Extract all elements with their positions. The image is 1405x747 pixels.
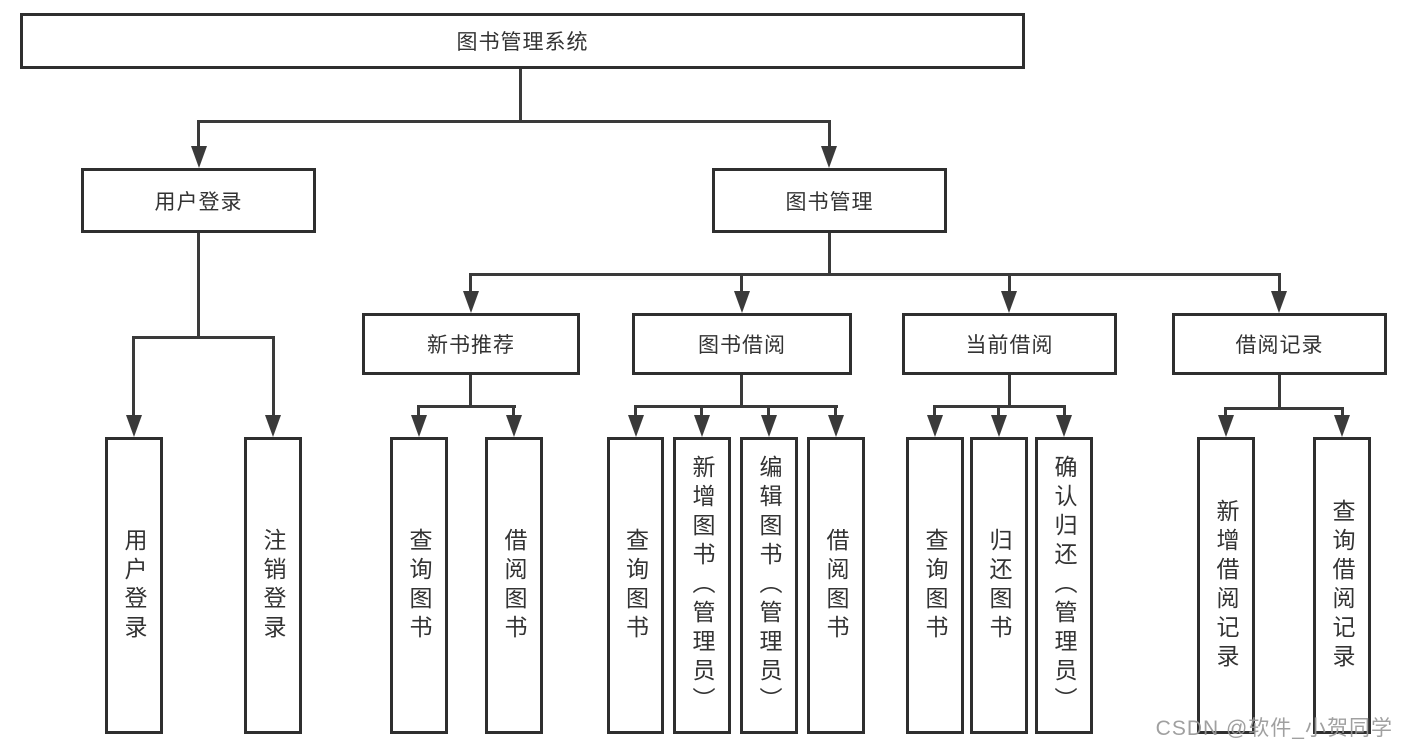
connector-line <box>1224 407 1227 417</box>
connector-line <box>1224 407 1344 410</box>
arrowhead-icon <box>927 415 943 437</box>
arrowhead-icon <box>628 415 644 437</box>
connector-line <box>417 405 516 408</box>
connector-line <box>700 405 703 417</box>
leaf-query-books-borrow: 查询图书 <box>607 437 664 734</box>
node-root-label: 图书管理系统 <box>456 31 589 54</box>
leaf-query-books-borrow-label: 查询图书 <box>622 527 649 644</box>
leaf-user-login: 用户登录 <box>105 437 163 734</box>
connector-line <box>469 273 1281 276</box>
arrowhead-icon <box>828 415 844 437</box>
leaf-logout: 注销登录 <box>244 437 302 734</box>
leaf-borrow-books: 借阅图书 <box>807 437 865 734</box>
connector-line <box>132 336 135 417</box>
leaf-edit-books-admin: 编辑图书（管理员） <box>740 437 798 734</box>
connector-line <box>828 120 831 148</box>
arrowhead-icon <box>191 146 207 168</box>
leaf-confirm-return-admin-label: 确认归还（管理员） <box>1051 455 1077 716</box>
arrowhead-icon <box>821 146 837 168</box>
leaf-borrow-books-label: 借阅图书 <box>823 527 849 644</box>
connector-line <box>740 375 743 407</box>
arrowhead-icon <box>411 415 427 437</box>
node-borrow-records-label: 借阅记录 <box>1235 334 1324 357</box>
connector-line <box>634 405 838 408</box>
leaf-logout-label: 注销登录 <box>260 527 286 644</box>
leaf-query-books-recommend-label: 查询图书 <box>406 527 432 644</box>
connector-line <box>197 233 200 339</box>
csdn-watermark: CSDN @软件_小贺同学 <box>1155 717 1393 740</box>
arrowhead-icon <box>694 415 710 437</box>
connector-line <box>1278 273 1281 293</box>
connector-line <box>634 405 637 417</box>
leaf-borrow-books-recommend: 借阅图书 <box>485 437 543 734</box>
arrowhead-icon <box>506 415 522 437</box>
leaf-add-books-admin-label: 新增图书（管理员） <box>689 455 715 716</box>
connector-line <box>740 273 743 293</box>
arrowhead-icon <box>734 291 750 313</box>
connector-line <box>1341 407 1344 417</box>
arrowhead-icon <box>1056 415 1072 437</box>
connector-line <box>1008 273 1011 293</box>
connector-line <box>512 405 515 417</box>
leaf-add-books-admin: 新增图书（管理员） <box>673 437 731 734</box>
node-user-login-label: 用户登录 <box>154 190 243 214</box>
connector-line <box>417 405 420 417</box>
node-book-borrow-label: 图书借阅 <box>698 334 786 357</box>
node-new-book-recommend-label: 新书推荐 <box>427 334 515 357</box>
arrowhead-icon <box>761 415 777 437</box>
connector-line <box>933 405 936 417</box>
arrowhead-icon <box>1334 415 1350 437</box>
connector-line <box>767 405 770 417</box>
leaf-confirm-return-admin: 确认归还（管理员） <box>1035 437 1093 734</box>
leaf-edit-books-admin-label: 编辑图书（管理员） <box>756 455 782 716</box>
connector-line <box>197 120 200 148</box>
connector-line <box>132 336 275 339</box>
node-current-borrow: 当前借阅 <box>902 313 1117 375</box>
node-book-management-label: 图书管理 <box>785 190 874 214</box>
node-book-borrow: 图书借阅 <box>632 313 852 375</box>
leaf-query-books-current-label: 查询图书 <box>922 527 948 644</box>
leaf-borrow-books-recommend-label: 借阅图书 <box>501 527 527 644</box>
leaf-query-books-recommend: 查询图书 <box>390 437 448 734</box>
connector-line <box>1008 375 1011 407</box>
connector-line <box>469 273 472 293</box>
leaf-add-borrow-record: 新增借阅记录 <box>1197 437 1255 734</box>
arrowhead-icon <box>991 415 1007 437</box>
connector-line <box>1063 405 1066 417</box>
leaf-query-books-current: 查询图书 <box>906 437 964 734</box>
arrowhead-icon <box>1001 291 1017 313</box>
connector-line <box>834 405 837 417</box>
arrowhead-icon <box>1271 291 1287 313</box>
node-current-borrow-label: 当前借阅 <box>965 334 1054 357</box>
leaf-user-login-label: 用户登录 <box>121 527 147 644</box>
leaf-return-books: 归还图书 <box>970 437 1028 734</box>
node-book-management: 图书管理 <box>712 168 947 233</box>
leaf-add-borrow-record-label: 新增借阅记录 <box>1213 498 1239 673</box>
arrowhead-icon <box>463 291 479 313</box>
connector-line <box>272 336 275 417</box>
node-root: 图书管理系统 <box>20 13 1025 69</box>
arrowhead-icon <box>265 415 281 437</box>
arrowhead-icon <box>1218 415 1234 437</box>
connector-line <box>197 120 831 123</box>
node-new-book-recommend: 新书推荐 <box>362 313 580 375</box>
connector-line <box>519 69 522 121</box>
arrowhead-icon <box>126 415 142 437</box>
node-borrow-records: 借阅记录 <box>1172 313 1387 375</box>
node-user-login: 用户登录 <box>81 168 316 233</box>
leaf-return-books-label: 归还图书 <box>986 527 1012 644</box>
leaf-query-borrow-record-label: 查询借阅记录 <box>1329 498 1355 673</box>
connector-line <box>828 233 831 275</box>
connector-line <box>469 375 472 407</box>
connector-line <box>997 405 1000 417</box>
connector-line <box>1278 375 1281 409</box>
leaf-query-borrow-record: 查询借阅记录 <box>1313 437 1371 734</box>
